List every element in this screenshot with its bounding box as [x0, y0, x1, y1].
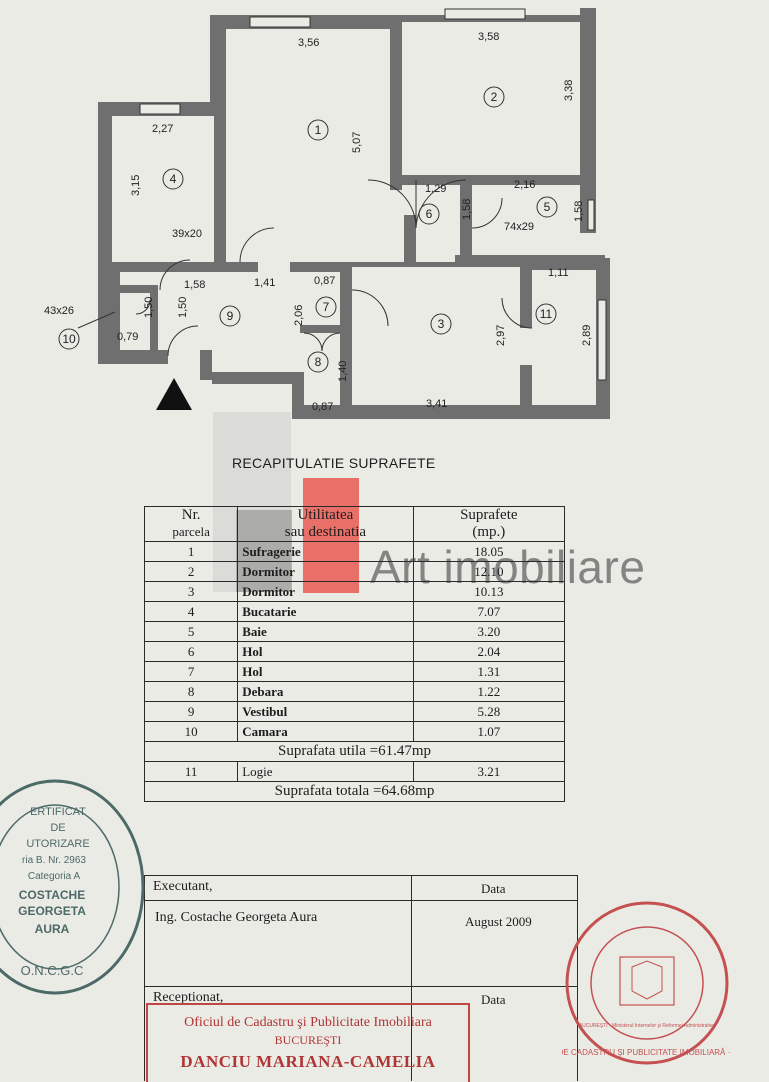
- svg-text:0,87: 0,87: [312, 401, 333, 413]
- room-number-10: 10: [62, 332, 76, 346]
- svg-text:UTORIZARE: UTORIZARE: [26, 838, 89, 850]
- svg-text:OFICIUL DE CADASTRU ŞI PUBLICI: OFICIUL DE CADASTRU ŞI PUBLICITATE IMOBI…: [562, 1048, 732, 1057]
- authorization-seal-icon: ERTIFICAT DE UTORIZARE ria B. Nr. 2963 C…: [0, 779, 145, 995]
- header-util-sub: sau destinatia: [284, 524, 367, 540]
- svg-text:3,41: 3,41: [426, 398, 447, 410]
- svg-text:1,11: 1,11: [548, 267, 569, 279]
- suprafata-totala-row: Suprafata totala =64.68mp: [144, 781, 565, 802]
- room-number-5: 5: [544, 200, 551, 214]
- room-number-8: 8: [315, 355, 322, 369]
- svg-text:2,89: 2,89: [581, 325, 593, 346]
- stamp-line-2: BUCUREŞTI: [274, 1033, 342, 1047]
- room-number-6: 6: [426, 207, 433, 221]
- svg-text:5,07: 5,07: [351, 132, 363, 153]
- dimension-labels: 3,56 3,58 2,27 3,15 5,07 3,38 1,29 2,16 …: [44, 31, 593, 413]
- stamp-line-1: Oficiul de Cadastru şi Publicitate Imobi…: [184, 1015, 432, 1030]
- svg-text:GEORGETA: GEORGETA: [18, 904, 86, 918]
- svg-text:2,27: 2,27: [152, 123, 173, 135]
- signature-block: Executant, Data Ing. Costache Georgeta A…: [144, 875, 578, 1081]
- room-number-1: 1: [315, 123, 322, 137]
- room-number-4: 4: [170, 172, 177, 186]
- ocpi-stamp: Oficiul de Cadastru şi Publicitate Imobi…: [146, 1003, 470, 1082]
- svg-text:3,58: 3,58: [478, 31, 499, 43]
- svg-text:0,79: 0,79: [117, 331, 138, 343]
- svg-text:1,40: 1,40: [337, 361, 349, 382]
- svg-text:2,97: 2,97: [495, 325, 507, 346]
- north-arrow-icon: [156, 378, 192, 410]
- header-supr: Suprafete: [460, 507, 518, 523]
- svg-text:1,58: 1,58: [184, 279, 205, 291]
- svg-text:O.N.C.G.C: O.N.C.G.C: [21, 963, 84, 978]
- svg-text:1,50: 1,50: [143, 297, 155, 318]
- leader-line: [77, 311, 116, 329]
- svg-text:3,38: 3,38: [563, 80, 575, 101]
- room-fills: [112, 22, 596, 405]
- room-number-7: 7: [323, 300, 330, 314]
- header-nr-sub: parcela: [172, 524, 210, 539]
- header-util: Utilitatea: [297, 507, 354, 523]
- room-numbers: 1 2 3 4 5 6 7 8 9 10 11: [62, 90, 552, 369]
- stamp-line-3: DANCIU MARIANA-CAMELIA: [180, 1052, 436, 1071]
- svg-text:COSTACHE: COSTACHE: [19, 888, 85, 902]
- windows: [139, 8, 607, 381]
- svg-text:1,58: 1,58: [461, 199, 473, 220]
- recap-title: RECAPITULATIE SUPRAFETE: [232, 455, 436, 471]
- svg-text:DE: DE: [50, 822, 65, 834]
- suprafata-utila-row: Suprafata utila =61.47mp: [144, 741, 565, 762]
- svg-text:3,15: 3,15: [130, 175, 142, 196]
- room-number-9: 9: [227, 309, 234, 323]
- svg-text:1,58: 1,58: [573, 201, 585, 222]
- header-nr: Nr.: [181, 507, 201, 523]
- data-label-2: Data: [481, 992, 506, 1007]
- svg-text:1,41: 1,41: [254, 277, 275, 289]
- floor-plan: 3,56 3,58 2,27 3,15 5,07 3,38 1,29 2,16 …: [44, 8, 610, 419]
- coat-of-arms-icon: [619, 956, 675, 1006]
- svg-text:39x20: 39x20: [172, 228, 202, 240]
- svg-text:1,29: 1,29: [425, 183, 446, 195]
- svg-text:43x26: 43x26: [44, 305, 74, 317]
- room-number-2: 2: [491, 90, 498, 104]
- svg-text:1,50: 1,50: [177, 297, 189, 318]
- svg-text:BUCUREŞTI · Ministerul Interne: BUCUREŞTI · Ministerul Internelor şi Ref…: [579, 1023, 716, 1029]
- data-label: Data: [481, 881, 506, 896]
- svg-text:2,16: 2,16: [514, 179, 535, 191]
- svg-text:ERTIFICAT: ERTIFICAT: [30, 806, 86, 818]
- header-supr-sub: (mp.): [472, 524, 506, 540]
- door-swings: [135, 179, 533, 357]
- svg-text:2,06: 2,06: [293, 305, 305, 326]
- receptionat-label: Receptionat,: [153, 990, 224, 1005]
- svg-text:Categoria A: Categoria A: [28, 871, 81, 882]
- room-number-circles: [58, 86, 558, 373]
- svg-text:0,87: 0,87: [314, 275, 335, 287]
- cadastre-seal-icon: OFICIUL DE CADASTRU ŞI PUBLICITATE IMOBI…: [562, 901, 732, 1065]
- room-number-3: 3: [438, 317, 445, 331]
- executant-name: Ing. Costache Georgeta Aura: [155, 910, 318, 925]
- svg-text:AURA: AURA: [35, 922, 70, 936]
- executant-label: Executant,: [153, 879, 213, 894]
- executant-date: August 2009: [465, 914, 532, 929]
- svg-text:3,56: 3,56: [298, 37, 319, 49]
- svg-text:74x29: 74x29: [504, 221, 534, 233]
- svg-text:ria B. Nr. 2963: ria B. Nr. 2963: [22, 855, 86, 866]
- room-number-11: 11: [540, 307, 553, 321]
